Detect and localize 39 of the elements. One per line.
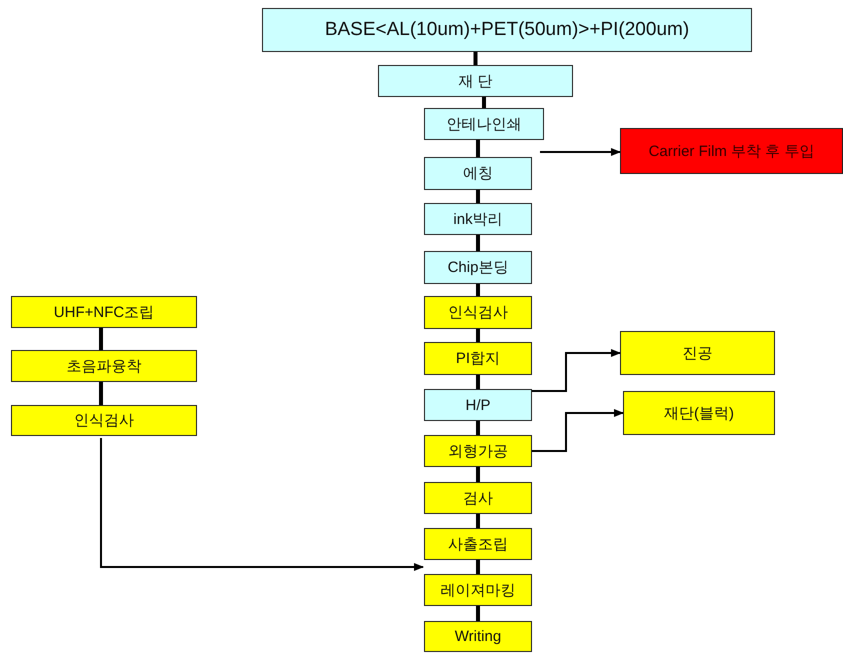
connector-line [482,97,486,108]
connector-line [476,329,480,342]
connector-line [476,560,480,574]
process-box: 안테나인쇄 [424,108,544,140]
process-box: 외형가공 [424,435,532,467]
arrow [100,438,424,571]
arrow [532,409,624,452]
connector-line [476,190,480,203]
process-box: 인식검사 [424,296,532,329]
connector-line [476,235,480,251]
process-box: 재 단 [378,65,573,97]
process-box: PI합지 [424,342,532,375]
process-box: 진공 [620,331,775,375]
connector-line [476,467,480,482]
connector-line [476,375,480,389]
process-box: 초음파융착 [11,350,197,382]
process-box: H/P [424,389,532,421]
arrow [540,148,621,156]
process-box: 인식검사 [11,405,197,436]
process-box: BASE<AL(10um)+PET(50um)>+PI(200um) [262,8,752,52]
process-box: 사출조립 [424,528,532,560]
process-box: Writing [424,621,532,652]
arrow [532,349,621,392]
process-box: Chip본딩 [424,251,532,284]
process-box: UHF+NFC조립 [11,296,197,328]
process-box: 에칭 [424,157,532,190]
process-box: ink박리 [424,203,532,235]
connector-line [476,514,480,528]
connector-line [476,421,480,435]
connector-line [99,382,103,405]
connector-line [476,284,480,296]
process-box: 재단(블럭) [623,391,775,435]
note-box: Carrier Film 부착 후 투입 [620,128,843,174]
connector-line [476,140,480,157]
connector-line [99,328,103,350]
connector-line [474,52,478,65]
process-box: 검사 [424,482,532,514]
connector-line [476,606,480,621]
process-box: 레이져마킹 [424,574,532,606]
